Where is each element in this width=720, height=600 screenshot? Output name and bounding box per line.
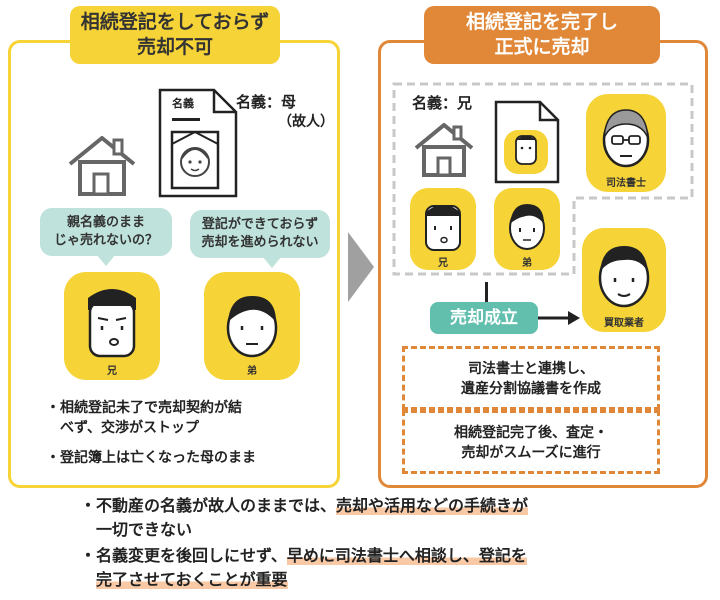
bubble-tail-right (262, 256, 282, 268)
avatar-older-brother-right: 兄 (410, 188, 476, 270)
right-title-line2: 正式に売却 (494, 36, 590, 58)
scrivener-face-icon (602, 109, 650, 168)
left-bullet-1-line1: ・相続登記未了で売却契約が結 (46, 400, 242, 416)
older-brother-right-label: 兄 (438, 258, 448, 269)
left-owner-line1: 名義：母 (236, 93, 297, 111)
right-title: 相続登記を完了し 正式に売却 (424, 6, 660, 64)
bubble-right-line1: 登記ができておらず (201, 217, 319, 232)
family-group-outline (392, 82, 694, 276)
left-owner-line2: （故人） (278, 114, 334, 130)
avatar-scrivener: 司法書士 (586, 94, 666, 192)
buyer-label: 買取業者 (604, 318, 644, 329)
buyer-face-icon (598, 246, 650, 308)
right-owner-label: 名義：兄 (412, 94, 473, 112)
bottom-bullet-2-line2: 完了させておくことが重要 (96, 570, 288, 589)
sale-complete-badge: 売却成立 (430, 302, 538, 334)
document-icon (158, 88, 238, 198)
bottom-bullet-1-prefix: ・不動産の名義が故人のままでは、 (80, 496, 337, 515)
step-box-2-line1: 相続登記完了後、査定・ (454, 425, 608, 441)
bottom-bullet-1-highlight: 売却や活用などの手続きが (336, 496, 529, 515)
bottom-bullet-2-highlight: 早めに司法書士へ相談し、登記を (286, 546, 527, 565)
connector-line (485, 282, 488, 306)
scrivener-label: 司法書士 (606, 178, 646, 189)
younger-brother-face-icon (226, 296, 278, 358)
avatar-younger-brother-right: 弟 (494, 188, 560, 270)
left-title: 相続登記をしておらず 売却不可 (70, 6, 280, 64)
speech-bubble-left: 親名義のまま じゃ売れないの？ (40, 208, 172, 256)
speech-bubble-right: 登記ができておらず 売却を進められない (190, 210, 330, 258)
step-box-1-line2: 遺産分割協議書を作成 (461, 381, 601, 397)
house-icon (68, 136, 136, 196)
step-box-1: 司法書士と連携し、 遺産分割協議書を作成 (402, 346, 660, 410)
left-bullet-2: ・登記簿上は亡くなった母のまま (46, 450, 256, 466)
bottom-bullet-2: ・名義変更を後回しにせず、早めに司法書士へ相談し、登記を 完了させておくことが重… (80, 544, 527, 592)
left-title-line2: 売却不可 (136, 36, 213, 58)
older-brother-label: 兄 (107, 366, 117, 377)
avatar-younger-brother: 弟 (204, 272, 300, 380)
older-brother-face-icon (88, 289, 136, 358)
left-bullet-1-line2: べず、交渉がストップ (60, 420, 200, 436)
younger-brother-right-label: 弟 (522, 258, 532, 269)
arrow-right-icon (348, 232, 374, 302)
bubble-right-line2: 売却を進められない (201, 235, 319, 250)
younger-brother-label: 弟 (247, 366, 257, 377)
left-bullet-1: ・相続登記未了で売却契約が結 べず、交渉がストップ (46, 398, 242, 438)
avatar-buyer: 買取業者 (582, 228, 666, 332)
older-brother-right-face-icon (425, 205, 461, 251)
bottom-bullet-2-prefix: ・名義変更を後回しにせず、 (80, 546, 287, 565)
document-brother-icon (494, 100, 560, 184)
left-title-line1: 相続登記をしておらず (80, 11, 270, 33)
bottom-bullet-1-line2: 一切できない (96, 520, 193, 539)
step-box-1-line1: 司法書士と連携し、 (468, 361, 594, 377)
bubble-left-line2: じゃ売れないの？ (53, 233, 158, 248)
avatar-older-brother: 兄 (64, 272, 160, 380)
bottom-bullet-1: ・不動産の名義が故人のままでは、売却や活用などの手続きが 一切できない (80, 494, 529, 542)
arrow-to-buyer-icon (538, 311, 580, 325)
house-icon-right (414, 123, 474, 177)
bubble-tail-left (96, 254, 116, 266)
document-label: 名義 (172, 97, 194, 110)
right-title-line1: 相続登記を完了し (465, 11, 618, 33)
step-box-2-line2: 売却がスムーズに進行 (461, 445, 601, 461)
step-box-2: 相続登記完了後、査定・ 売却がスムーズに進行 (402, 410, 660, 474)
bubble-left-line1: 親名義のまま (66, 215, 145, 230)
younger-brother-right-face-icon (509, 204, 545, 250)
